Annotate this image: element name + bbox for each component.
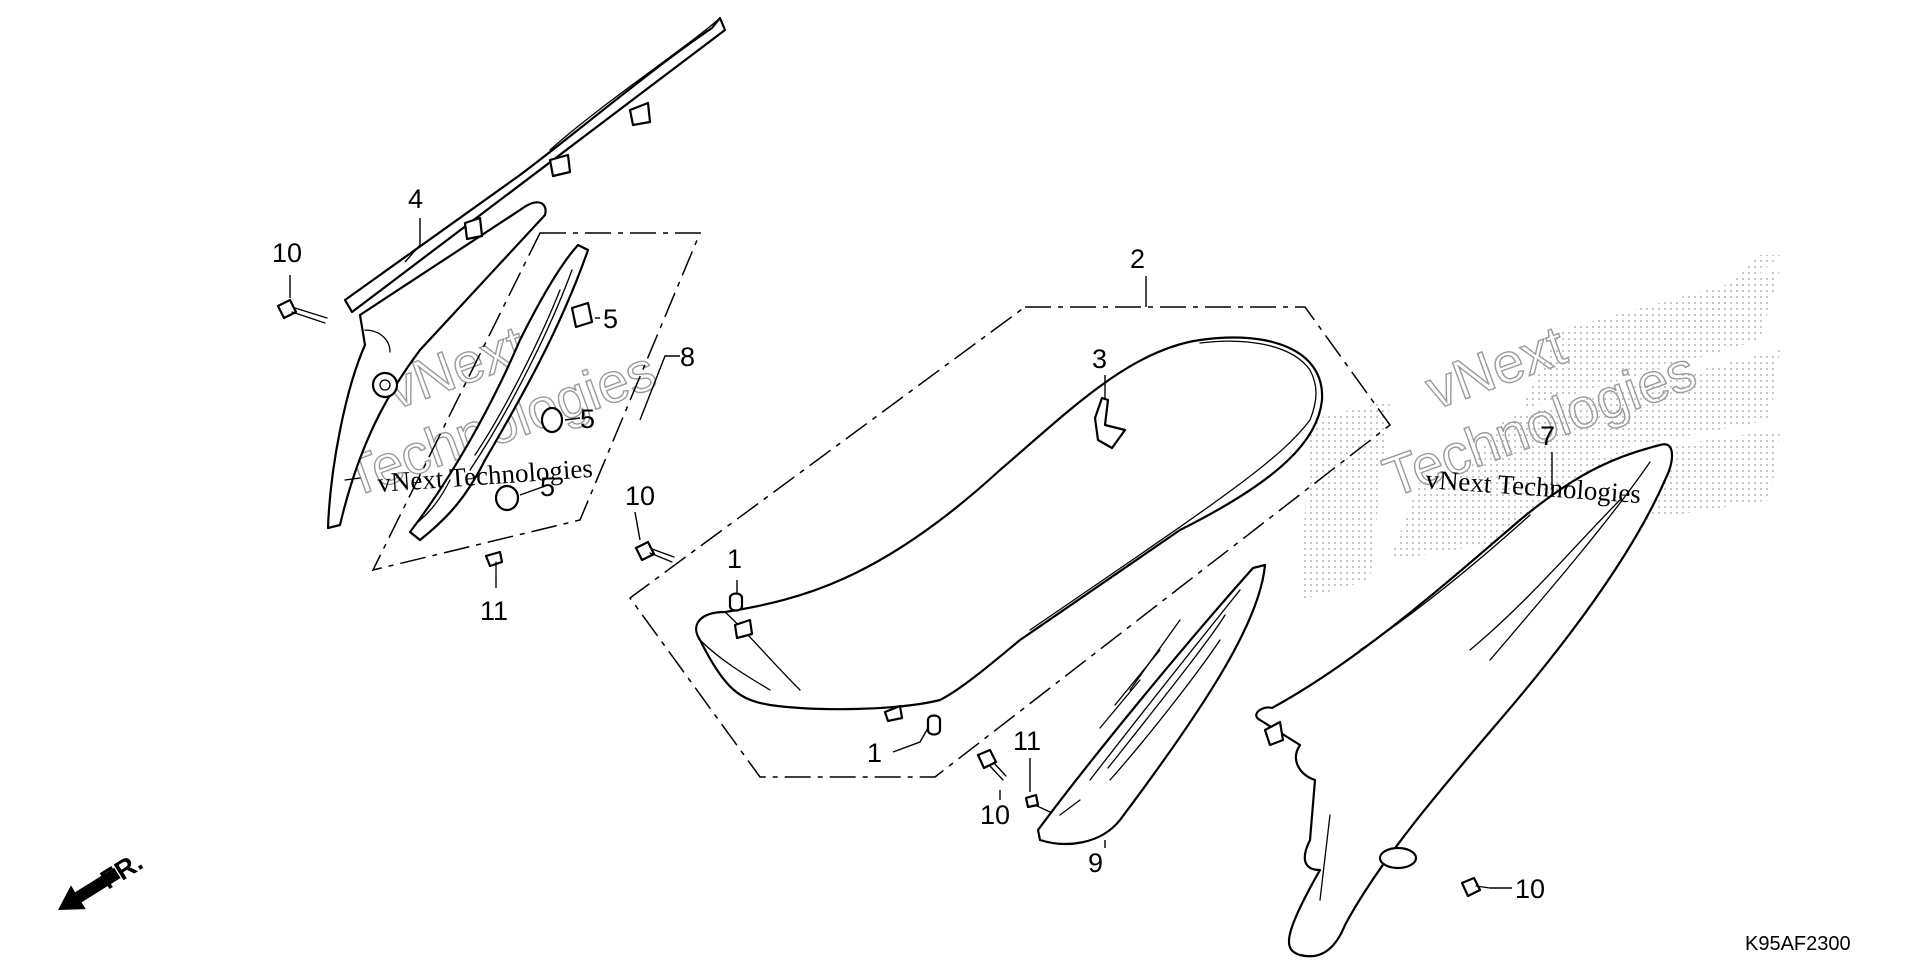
callout-1-upper: 1 <box>727 544 742 574</box>
bolt-upper-left <box>276 298 328 324</box>
callout-3: 3 <box>1092 344 1107 374</box>
group-outline-8 <box>371 232 702 572</box>
part-7-side-cover <box>1255 443 1673 958</box>
screw-left <box>484 550 504 576</box>
callout-10-seat: 10 <box>980 800 1010 830</box>
part-1-cushions <box>728 592 942 736</box>
bolt-side-cover <box>1460 876 1491 898</box>
callout-5-middle: 5 <box>580 404 595 434</box>
callout-2: 2 <box>1130 244 1145 274</box>
leader-lines <box>289 218 1553 889</box>
screw-right <box>1024 793 1051 813</box>
diagram-code: K95AF2300 <box>1745 933 1851 955</box>
part-5-clips <box>494 301 594 512</box>
callout-11-right: 11 <box>1013 726 1041 756</box>
part-4-rear-fender <box>326 16 727 530</box>
part-3-seat-hook <box>1093 396 1127 450</box>
part-2-seat <box>695 336 1324 723</box>
front-arrow-icon <box>58 867 121 910</box>
part-10-bolts <box>276 298 1491 898</box>
callout-10-side-cover: 10 <box>1515 874 1545 904</box>
callout-7: 7 <box>1540 421 1555 451</box>
group-outline-2 <box>628 306 1392 778</box>
callout-5-lower: 5 <box>540 472 555 502</box>
front-direction-indicator: FR. <box>58 847 148 910</box>
callout-8: 8 <box>680 342 695 372</box>
bolt-seat-rear <box>976 748 1007 781</box>
callout-1-lower: 1 <box>867 738 882 768</box>
part-9-side-grille <box>1036 563 1267 846</box>
callout-11-left: 11 <box>480 596 508 626</box>
callout-10-middle: 10 <box>625 481 655 511</box>
callout-9: 9 <box>1088 848 1103 878</box>
part-11-screws <box>484 550 1051 813</box>
callouts: 4 10 5 8 5 5 10 11 2 3 1 1 11 10 9 7 10 <box>272 184 1555 904</box>
part-8-inner-panel <box>408 243 590 542</box>
callout-4: 4 <box>408 184 423 214</box>
callout-10-upper-left: 10 <box>272 238 302 268</box>
callout-5-upper: 5 <box>603 304 618 334</box>
bolt-middle-left <box>634 540 675 563</box>
